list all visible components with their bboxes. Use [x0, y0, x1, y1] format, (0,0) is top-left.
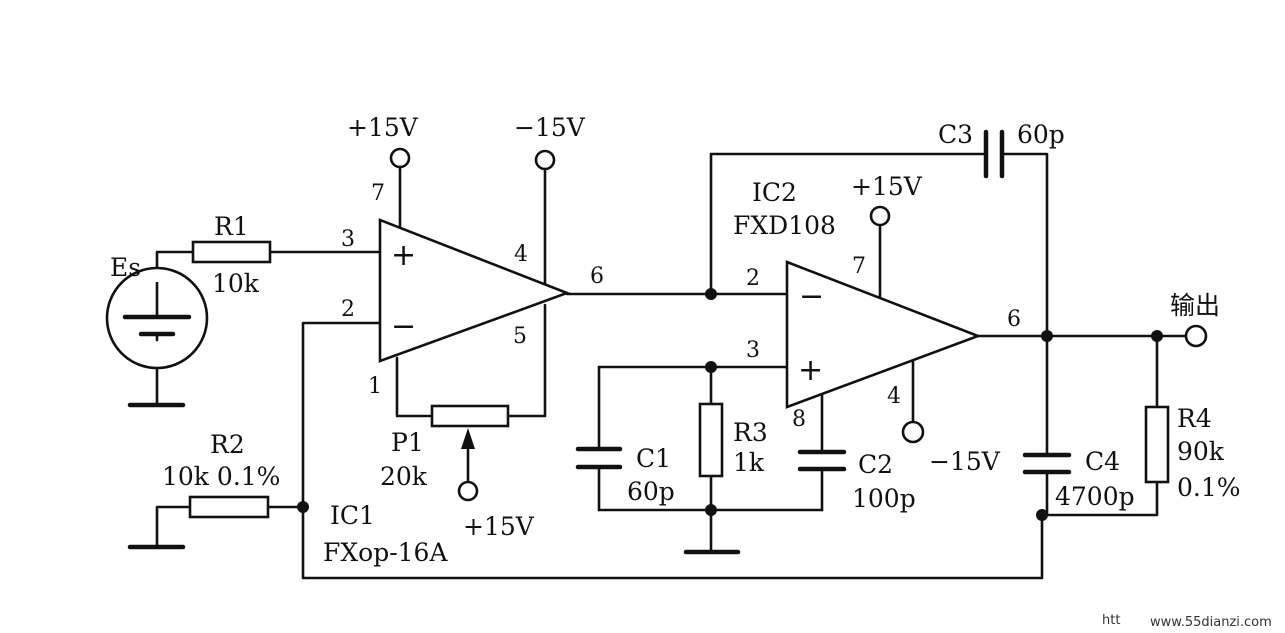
junction-dot — [297, 501, 309, 513]
ic2-vplus-label: +15V — [851, 172, 923, 201]
capacitor-c4 — [1022, 452, 1072, 475]
p1-value: 20k — [380, 462, 428, 491]
resistor-r2 — [188, 495, 270, 519]
junction-dots — [297, 288, 1163, 521]
ic2-pin-2: 2 — [746, 266, 760, 291]
ic2-vminus-label: −15V — [929, 447, 1001, 476]
ic1-pin-4: 4 — [514, 242, 528, 267]
junction-dot — [1151, 330, 1163, 342]
ic1-pin-2: 2 — [341, 297, 355, 322]
wire-c3-right — [1000, 152, 1049, 338]
ic1-model: FXop-16A — [323, 538, 448, 567]
c4-name: C4 — [1085, 447, 1120, 476]
ic1-pin-3: 3 — [341, 227, 355, 252]
ic1-pin-1: 1 — [368, 374, 382, 399]
r4-tolerance: 0.1% — [1177, 473, 1241, 502]
junction-dot — [1041, 330, 1053, 342]
output-label: 输出 — [1170, 291, 1220, 320]
resistor-r3 — [698, 402, 724, 478]
es-label: Es — [110, 253, 141, 282]
r4-name: R4 — [1177, 404, 1212, 433]
wire-ic1-pin1 — [395, 356, 434, 418]
ic1-pin-5: 5 — [513, 324, 527, 349]
ic1-minus-sign: − — [391, 309, 416, 344]
terminal-ic1-vplus — [389, 147, 411, 169]
c4-value: 4700p — [1055, 482, 1135, 511]
junction-dot — [705, 504, 717, 516]
c3-name: C3 — [938, 120, 973, 149]
r1-value: 10k — [212, 269, 260, 298]
ic1-pin-6: 6 — [590, 264, 604, 289]
wires — [127, 152, 1188, 580]
ic2-name: IC2 — [752, 178, 797, 207]
r3-name: R3 — [733, 418, 768, 447]
ic2-minus-sign: − — [799, 279, 824, 314]
junction-dot — [1036, 509, 1048, 521]
r1-name: R1 — [214, 212, 249, 241]
opamp-ic1 — [378, 218, 571, 363]
c2-name: C2 — [858, 450, 893, 479]
c3-value: 60p — [1017, 120, 1065, 149]
ic2-pin-4: 4 — [887, 384, 901, 409]
terminal-ic1-vminus — [534, 149, 556, 171]
r2-name: R2 — [210, 430, 245, 459]
c1-name: C1 — [636, 444, 671, 473]
r4-value: 90k — [1177, 437, 1225, 466]
r2-value: 10k 0.1% — [162, 462, 280, 491]
ic1-pin-7: 7 — [371, 181, 385, 206]
ic2-plus-sign: + — [798, 353, 823, 388]
watermark-left: htt — [1102, 613, 1120, 628]
ic2-pin-6: 6 — [1007, 307, 1021, 332]
p1-name: P1 — [391, 428, 424, 457]
potentiometer-p1 — [430, 404, 510, 449]
resistor-r1 — [191, 240, 272, 264]
wire-ic1-pin5 — [506, 303, 547, 418]
capacitor-c2 — [797, 449, 847, 472]
junction-dot — [705, 288, 717, 300]
wire-c3-left — [709, 152, 988, 296]
terminal-output[interactable] — [1184, 324, 1208, 348]
ic2-model: FXD108 — [733, 211, 836, 240]
p1-supply-label: +15V — [463, 512, 535, 541]
ic1-vminus-label: −15V — [514, 113, 586, 142]
wire-ic1-pin2 — [301, 321, 1044, 580]
resistor-r4 — [1144, 405, 1170, 484]
ic1-name: IC1 — [330, 501, 375, 530]
es-source — [105, 266, 209, 370]
wire-r4-bottom — [1040, 480, 1159, 517]
ic2-pin-3: 3 — [746, 338, 760, 363]
terminals — [389, 147, 1208, 502]
ic1-plus-sign: + — [391, 238, 416, 273]
junction-dot — [705, 361, 717, 373]
wire-r2-ground — [155, 505, 192, 547]
capacitor-c1 — [575, 446, 623, 470]
terminal-ic2-vminus — [901, 420, 925, 444]
r3-value: 1k — [733, 448, 765, 477]
opamp-ic2 — [785, 260, 982, 409]
ic2-pin-7: 7 — [852, 254, 866, 279]
capacitor-c3 — [983, 129, 1005, 179]
c2-value: 100p — [852, 484, 916, 513]
ic2-pin-8: 8 — [792, 407, 806, 432]
ic1-vplus-label: +15V — [347, 113, 419, 142]
watermark-right: www.55dianzi.com — [1150, 615, 1272, 630]
c1-value: 60p — [627, 477, 675, 506]
terminal-p1-supply — [457, 480, 479, 502]
terminal-ic2-vplus — [869, 205, 891, 227]
